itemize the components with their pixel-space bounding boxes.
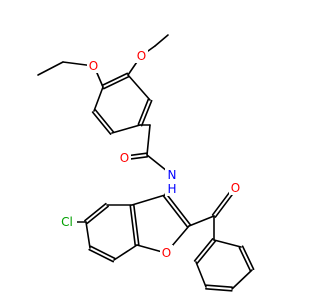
atom-o-amide-label: O [120, 151, 129, 165]
atom-h-amide-label: H [167, 182, 176, 196]
atom-o-ethoxy-1: O [87, 58, 100, 73]
atom-n-amide-label: N [168, 168, 177, 182]
bond-c7a-c3a-line2 [132, 203, 140, 246]
atom-o-ethoxy-1-label: O [89, 59, 98, 73]
bond-e2a-e2b [154, 34, 169, 47]
bond-r3-r4-line1 [140, 99, 153, 127]
bond-c4-c5-line1 [86, 205, 109, 225]
bond-ch2-cA [146, 124, 151, 156]
bond-r6-r1 [93, 86, 104, 112]
atom-o-ketone-label: O [231, 181, 240, 195]
bond-c6-c7-line1 [90, 245, 116, 260]
atom-label-layer: O O O N H Cl O O [57, 48, 242, 260]
bond-c6-c7-line2 [88, 248, 114, 263]
bond-c2-c3-line2 [165, 193, 192, 226]
bond-c5-c6 [85, 221, 91, 249]
bond-e1a-e1b [37, 61, 64, 76]
atom-o-ethoxy-2: O [135, 48, 148, 63]
bond-r5-r6-line2 [94, 109, 115, 133]
molecule-structure: O O O N H Cl O O [37, 34, 255, 292]
atom-o-amide: O [118, 150, 131, 165]
bond-r3-r4-line2 [137, 98, 150, 126]
atom-o-ethoxy-2-label: O [137, 49, 146, 63]
bond-b1-b2-line2 [193, 238, 214, 262]
bond-b4-b5 [231, 269, 253, 290]
bond-c2-c3-line1 [162, 195, 189, 228]
bond-b5-b6-line1 [238, 246, 252, 272]
bond-b1-b2-line1 [196, 240, 217, 264]
bond-r5-r6-line1 [91, 111, 112, 135]
atom-o-furan: O [160, 245, 173, 260]
atom-cl: Cl [57, 214, 77, 229]
bond-c7a-c3a-line1 [129, 204, 137, 247]
atom-cl-label: Cl [61, 215, 73, 229]
bond-c4-c5-line2 [84, 202, 107, 222]
atom-o-ketone: O [229, 180, 242, 195]
bond-b5-b6-line2 [241, 245, 255, 271]
bond-c7-c7a [113, 244, 138, 261]
bond-c3-c3a [131, 194, 166, 206]
bond-b3-b4-line1 [205, 284, 233, 289]
bond-b6-b1 [213, 239, 242, 248]
atom-n-amide: N H [165, 168, 179, 196]
atom-o-furan-label: O [162, 246, 171, 260]
bond-b3-b4-line2 [205, 287, 233, 292]
bond-c2-cK [188, 215, 215, 227]
bond-b2-b3 [195, 261, 207, 288]
bond-r1-r2-line1 [101, 72, 129, 87]
bond-r4-r5 [111, 124, 141, 134]
bond-r1-r2-line2 [102, 75, 130, 90]
bond-layer [37, 34, 255, 292]
bond-r2-r3 [127, 74, 151, 101]
